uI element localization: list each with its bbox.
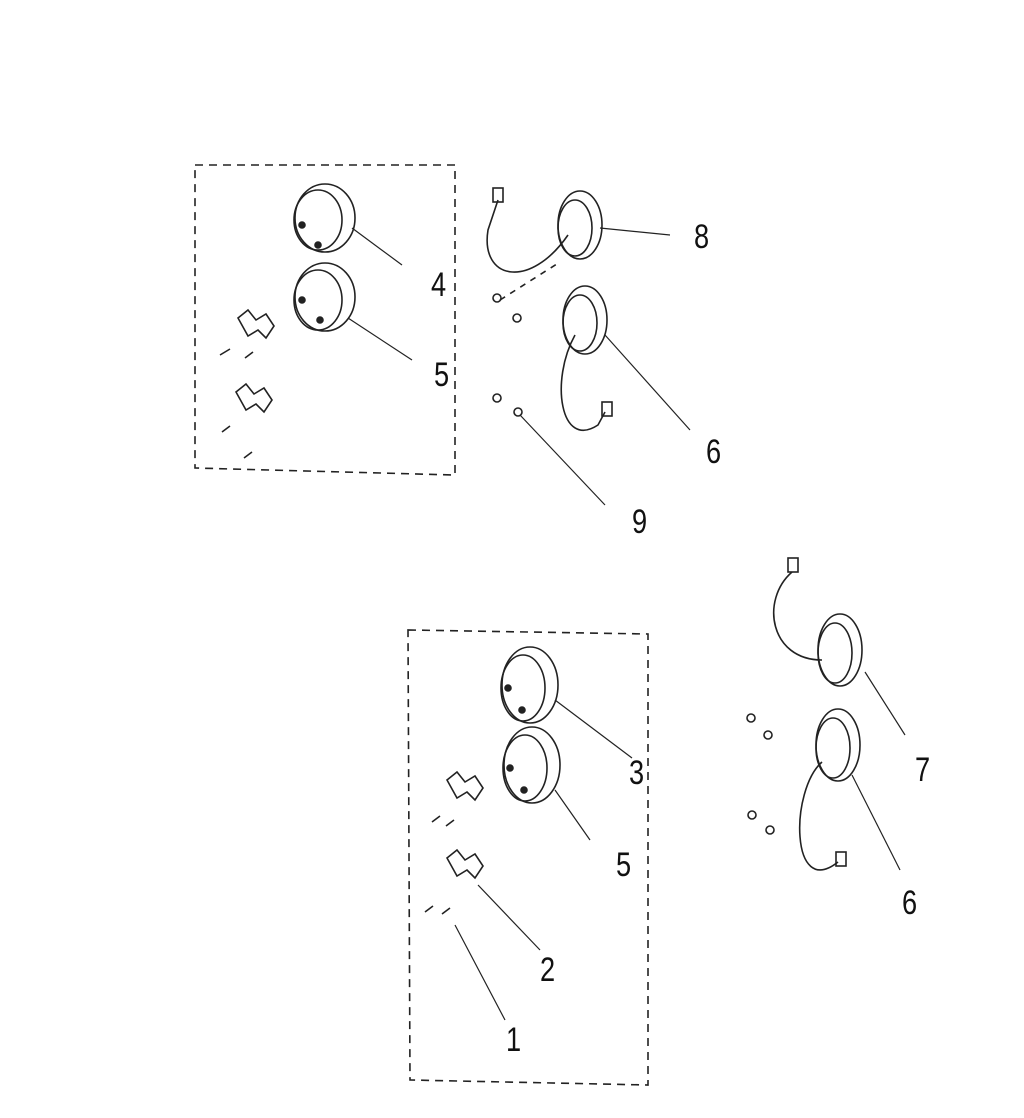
callout-8: 8 xyxy=(694,218,710,256)
horn-8-with-wire xyxy=(486,187,603,273)
callout-6-lower: 6 xyxy=(902,884,918,922)
horn-5-lower xyxy=(502,726,561,804)
horn-4 xyxy=(293,183,356,253)
horn-3 xyxy=(500,646,559,724)
horn-6-lower-with-wire xyxy=(798,708,861,871)
callout-6-upper: 6 xyxy=(706,433,722,471)
nuts-9 xyxy=(492,261,561,417)
kit-box-upper xyxy=(194,164,456,476)
callout-5-upper: 5 xyxy=(434,356,450,394)
leader-lines xyxy=(347,227,906,1021)
kit-box-lower xyxy=(407,629,649,1086)
callout-2: 2 xyxy=(540,951,556,989)
horn-5 xyxy=(293,262,356,332)
horn-6-with-wire xyxy=(560,285,613,432)
brackets-and-bolts-upper xyxy=(219,308,275,459)
callout-9: 9 xyxy=(632,503,648,541)
callout-3: 3 xyxy=(629,754,645,792)
nuts-right xyxy=(746,713,775,835)
callout-1: 1 xyxy=(506,1021,522,1059)
brackets-and-bolts-lower xyxy=(424,770,484,915)
callout-7: 7 xyxy=(915,751,931,789)
callout-5-lower: 5 xyxy=(616,846,632,884)
horn-7-with-wire xyxy=(772,557,863,687)
callout-4: 4 xyxy=(431,266,447,304)
